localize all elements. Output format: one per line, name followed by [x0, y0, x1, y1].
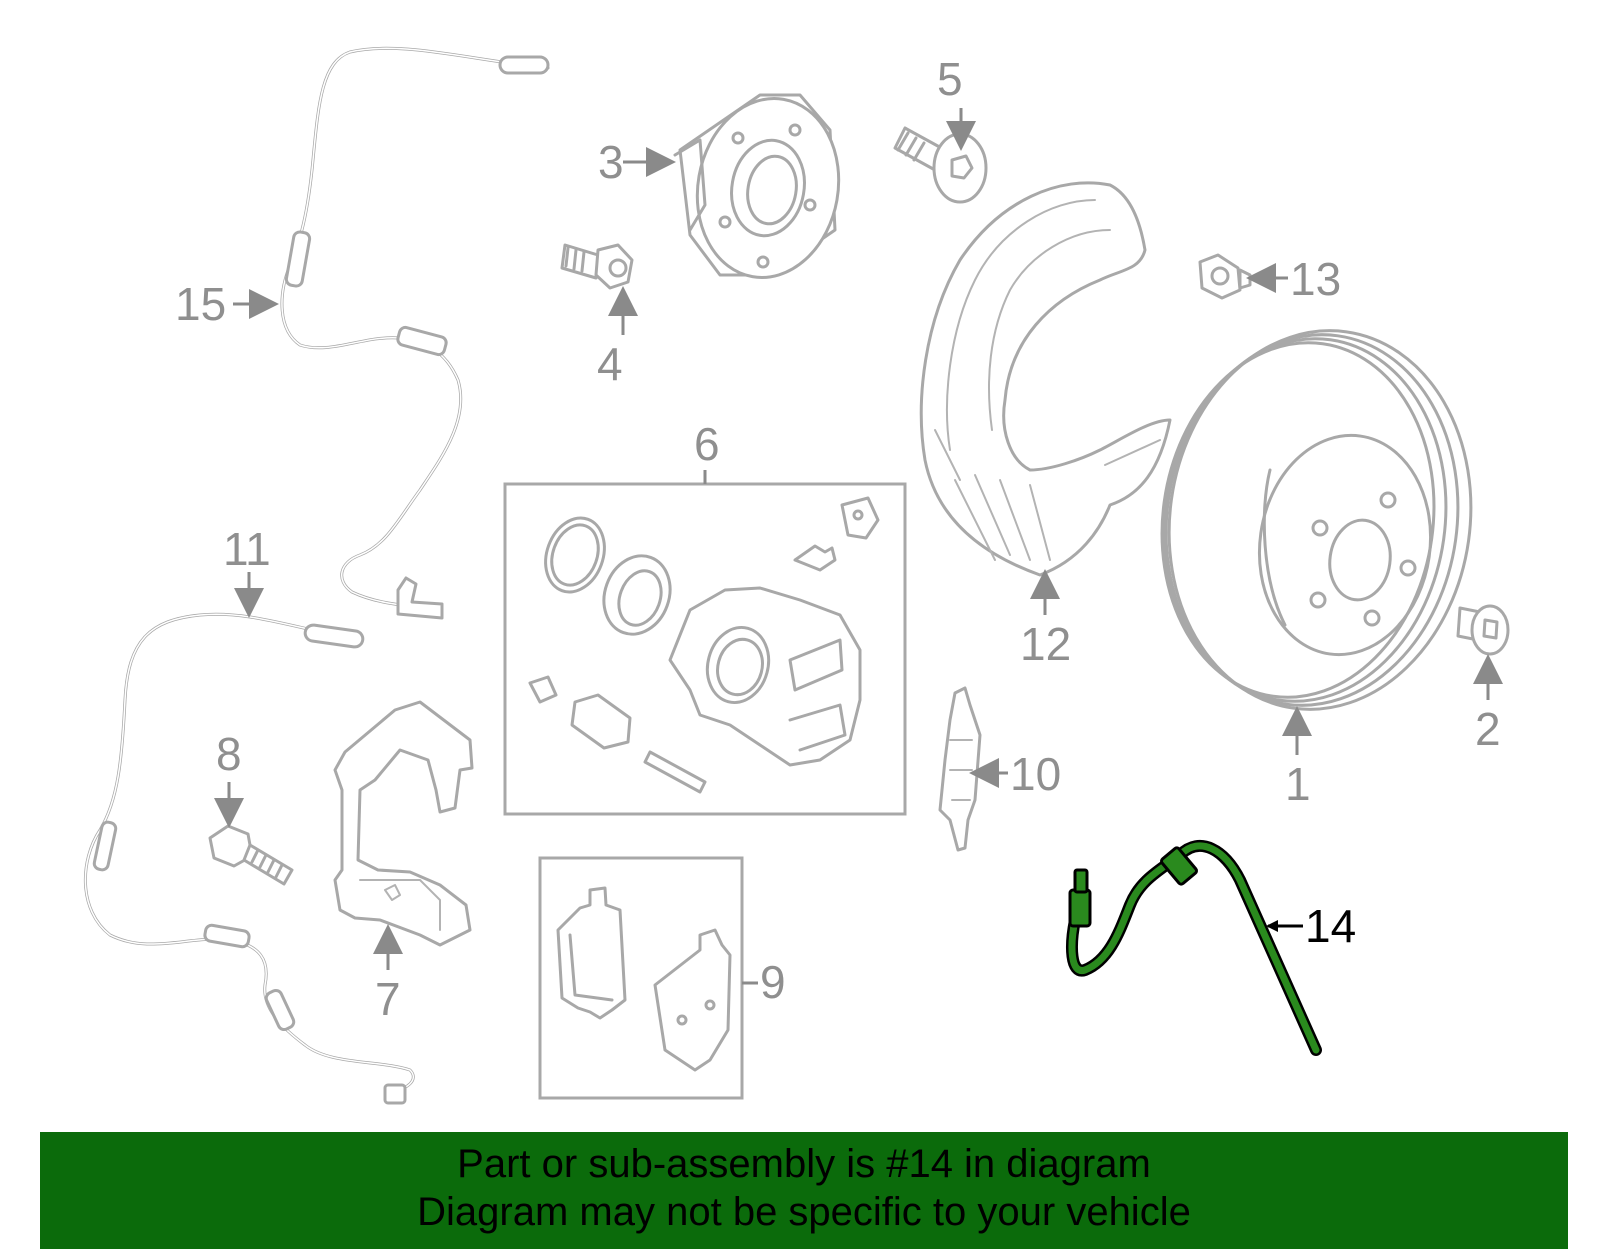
svg-text:3: 3 — [598, 136, 624, 188]
svg-text:6: 6 — [694, 418, 720, 470]
part-1-brake-rotor[interactable] — [1140, 311, 1495, 729]
svg-text:5: 5 — [937, 53, 963, 105]
svg-text:9: 9 — [760, 956, 786, 1008]
part-13-bolt[interactable] — [1198, 253, 1252, 300]
part-9-brake-pads[interactable] — [538, 856, 744, 1100]
callout-12: 12 — [1020, 569, 1071, 670]
callout-6: 6 — [694, 418, 720, 484]
svg-text:8: 8 — [216, 728, 242, 780]
callout-2: 2 — [1473, 654, 1503, 755]
callout-10: 10 — [969, 748, 1061, 800]
svg-text:14: 14 — [1305, 900, 1356, 952]
part-11-abs-sensor-lower[interactable] — [84, 612, 415, 1105]
svg-text:4: 4 — [597, 338, 623, 390]
notice-banner: Part or sub-assembly is #14 in diagram D… — [40, 1132, 1568, 1249]
svg-text:7: 7 — [375, 973, 401, 1025]
part-5-bolt[interactable] — [893, 126, 988, 204]
part-10-anti-rattle-clip[interactable] — [938, 686, 982, 852]
banner-line-1: Part or sub-assembly is #14 in diagram — [457, 1142, 1151, 1186]
svg-text:1: 1 — [1285, 758, 1311, 810]
part-12-splash-shield[interactable] — [919, 181, 1172, 577]
part-14-brake-hose[interactable] — [1066, 839, 1322, 1056]
callout-13: 13 — [1246, 253, 1341, 305]
callout-1: 1 — [1282, 706, 1312, 810]
svg-text:13: 13 — [1290, 253, 1341, 305]
callout-7: 7 — [373, 924, 403, 1025]
callout-8: 8 — [214, 728, 244, 828]
part-2-bolt[interactable] — [1456, 604, 1510, 656]
svg-text:2: 2 — [1475, 703, 1501, 755]
part-4-hub-bolt[interactable] — [560, 243, 634, 290]
svg-text:11: 11 — [223, 523, 271, 575]
banner-line-2: Diagram may not be specific to your vehi… — [417, 1190, 1191, 1234]
part-8-bracket-bolt[interactable] — [208, 824, 294, 886]
svg-text:10: 10 — [1010, 748, 1061, 800]
callout-11: 11 — [223, 523, 271, 618]
svg-text:15: 15 — [175, 278, 226, 330]
part-7-caliper-bracket[interactable] — [333, 700, 474, 947]
callout-14: 14 — [1266, 900, 1356, 952]
part-6-caliper-kit[interactable] — [503, 482, 907, 816]
svg-text:12: 12 — [1020, 618, 1071, 670]
callout-5: 5 — [937, 53, 976, 151]
part-3-wheel-hub[interactable] — [673, 87, 853, 289]
callout-15: 15 — [175, 278, 279, 330]
callout-3: 3 — [598, 136, 676, 188]
callout-4: 4 — [597, 286, 638, 390]
part-15-abs-sensor-upper[interactable] — [280, 46, 550, 620]
callout-9: 9 — [742, 956, 786, 1008]
